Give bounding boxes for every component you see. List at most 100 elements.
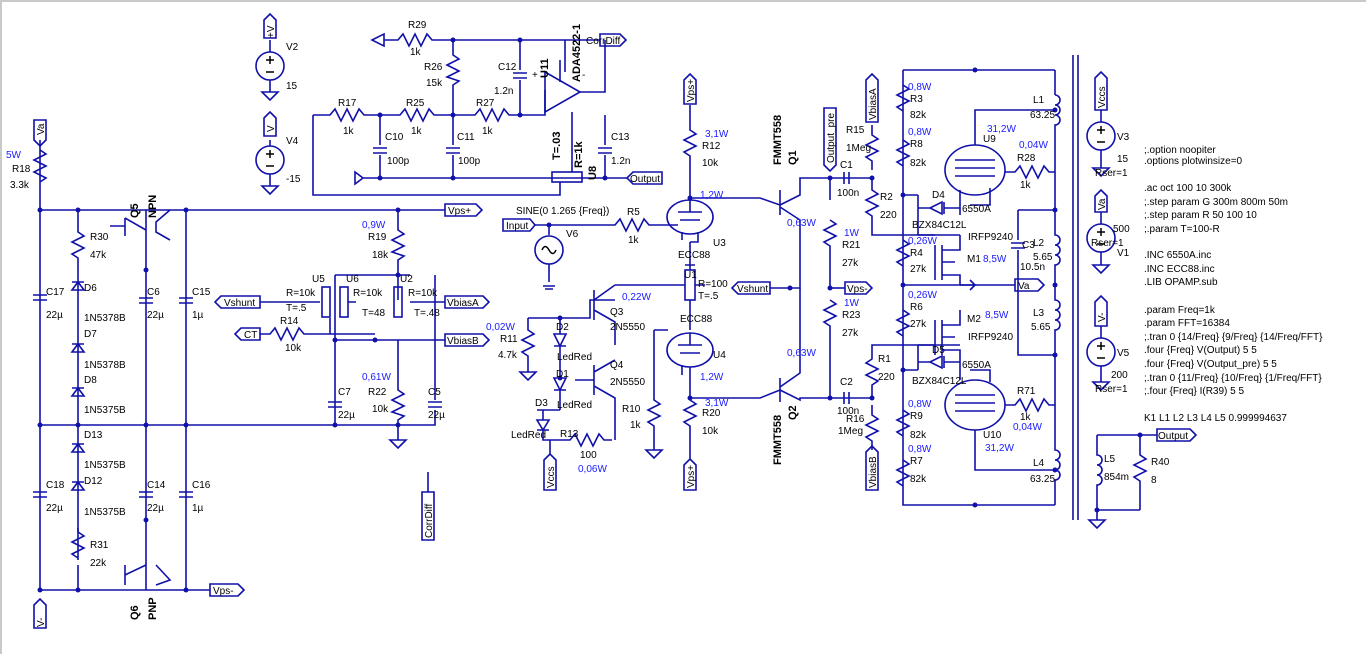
net-label-vshunt-mid[interactable]: Vshunt xyxy=(730,281,771,295)
svg-text:500: 500 xyxy=(1113,224,1130,235)
r27-name: R27 xyxy=(476,98,495,109)
d2-value: LedRed xyxy=(557,352,592,363)
directive-line: .LIB OPAMP.sub xyxy=(1144,277,1218,288)
net-label-corrdiff-top[interactable]: CorrDiff xyxy=(586,33,628,47)
directive-line: .ac oct 100 10 300k xyxy=(1144,183,1232,194)
svg-text:V4: V4 xyxy=(286,136,299,147)
directive-line: .options plotwinsize=0 xyxy=(1144,156,1243,167)
d13-name: D13 xyxy=(84,430,103,441)
u2-name: U2 xyxy=(400,274,413,285)
net-label-vminus-right[interactable]: V- xyxy=(1094,294,1108,327)
net-label-va-left[interactable]: Va xyxy=(33,119,47,148)
r5-name: R5 xyxy=(627,207,640,218)
net-label-vshunt-left[interactable]: Vshunt xyxy=(213,295,261,309)
net-label-vps-minus-mid[interactable]: Vps- xyxy=(844,281,874,295)
q3-name: Q3 xyxy=(610,307,624,318)
c7-name: C7 xyxy=(338,387,351,398)
svg-text:CorrDiff: CorrDiff xyxy=(586,36,620,47)
svg-text:VbiasA: VbiasA xyxy=(447,298,479,309)
q4-name: Q4 xyxy=(610,360,624,371)
v6-value: SINE(0 1.265 {Freq}) xyxy=(516,206,609,217)
net-label-input[interactable]: Input xyxy=(502,218,537,232)
source-v1[interactable]: 500 Rser=1 V1 xyxy=(1086,212,1130,275)
d8-name: D8 xyxy=(84,375,97,386)
source-v4[interactable]: V4 -15 xyxy=(255,136,301,196)
r11-value: 4.7k xyxy=(498,350,518,361)
net-label-va-mid[interactable]: Va xyxy=(1014,278,1046,292)
net-label-ct[interactable]: CT xyxy=(233,327,261,341)
r16-name: R16 xyxy=(846,414,865,425)
net-label-output-right[interactable]: Output xyxy=(1156,428,1198,442)
q4-value: 2N5550 xyxy=(610,377,645,388)
c5-value: 22µ xyxy=(428,410,445,421)
secondary-section xyxy=(1087,432,1157,530)
net-label-vminus-left[interactable]: V- xyxy=(33,597,47,629)
net-label-vbiasa[interactable]: VbiasA xyxy=(444,295,491,309)
net-label-minus-v[interactable]: V xyxy=(263,110,277,137)
net-label-output-pre[interactable]: Output_pre xyxy=(823,107,837,173)
u5-t: T=.5 xyxy=(286,303,307,314)
c2-name: C2 xyxy=(840,377,853,388)
svg-text:CorrDiff: CorrDiff xyxy=(424,504,435,538)
r28-value: 1k xyxy=(1020,180,1032,191)
r6-name: R6 xyxy=(910,302,923,313)
net-label-output-mid[interactable]: Output xyxy=(625,171,663,185)
opamp-plus-pin: + xyxy=(532,70,538,81)
r16-value: 1Meg xyxy=(838,426,863,437)
m2-value: IRFP9240 xyxy=(968,332,1013,343)
l2-name: L2 xyxy=(1033,238,1045,249)
svg-text:CT: CT xyxy=(244,330,257,341)
net-label-vbiasb[interactable]: VbiasB xyxy=(444,333,491,347)
l1-value: 63.25 xyxy=(1030,110,1055,121)
svg-text:Vccs: Vccs xyxy=(546,466,557,488)
c15-value: 1µ xyxy=(192,310,204,321)
net-label-plus-v[interactable]: +V xyxy=(263,12,277,39)
net-label-vps-plus-bottom[interactable]: Vps+ xyxy=(683,457,697,491)
r19-value: 18k xyxy=(372,250,389,261)
triode-section xyxy=(615,105,781,460)
net-label-vbiasa-top[interactable]: VbiasA xyxy=(865,72,879,123)
u9-name: U9 xyxy=(983,134,996,145)
u6-t: T=48 xyxy=(362,308,386,319)
svg-text:Input: Input xyxy=(506,221,528,232)
net-label-vps-minus-left[interactable]: Vps- xyxy=(209,583,246,597)
r22-value: 10k xyxy=(372,404,389,415)
m1-power: 8,5W xyxy=(983,254,1007,265)
d1-value: LedRed xyxy=(557,400,592,411)
r9-value: 82k xyxy=(910,430,927,441)
net-label-vps-plus-top[interactable]: Vps+ xyxy=(683,72,697,105)
source-v2[interactable]: V2 15 xyxy=(255,40,299,102)
u11-value: ADA4522-1 xyxy=(571,24,583,82)
source-v3[interactable]: V3 15 Rser=1 xyxy=(1086,110,1130,179)
r20-name: R20 xyxy=(702,408,721,419)
r2-value: 220 xyxy=(880,210,897,221)
q2-power: 0,63W xyxy=(787,348,816,359)
r27-value: 1k xyxy=(482,126,494,137)
u11-name: U11 xyxy=(539,58,551,78)
m2-name: M2 xyxy=(967,314,981,325)
r8-power: 0,8W xyxy=(908,127,932,138)
d12-value: 1N5375B xyxy=(84,507,126,518)
source-v5[interactable]: V5 200 Rser=1 xyxy=(1086,326,1130,395)
u4-name: U4 xyxy=(713,350,726,361)
net-label-corrdiff-bottom[interactable]: CorrDiff xyxy=(421,472,435,541)
net-label-vps-plus-left[interactable]: Vps+ xyxy=(444,203,484,217)
net-label-va-right[interactable]: Va xyxy=(1094,188,1108,213)
r13-name: R13 xyxy=(560,429,579,440)
c6-name: C6 xyxy=(147,287,160,298)
c5-name: C5 xyxy=(428,387,441,398)
net-label-vbiasb-bottom[interactable]: VbiasB xyxy=(865,444,879,491)
c17-value: 22µ xyxy=(46,310,63,321)
svg-text:Va: Va xyxy=(1097,198,1108,210)
directive-line: ;.param T=100-R xyxy=(1144,224,1220,235)
svg-text:Rser=1: Rser=1 xyxy=(1095,384,1128,395)
r23-value: 27k xyxy=(842,328,859,339)
net-label-vccs-right[interactable]: Vccs xyxy=(1094,70,1108,111)
c13-name: C13 xyxy=(611,132,630,143)
c11-name: C11 xyxy=(457,132,475,143)
net-label-vccs-bottom[interactable]: Vccs xyxy=(543,452,557,491)
r21-power: 1W xyxy=(844,228,860,239)
u3-name: U3 xyxy=(713,238,726,249)
q2-value: FMMT558 xyxy=(772,415,784,465)
